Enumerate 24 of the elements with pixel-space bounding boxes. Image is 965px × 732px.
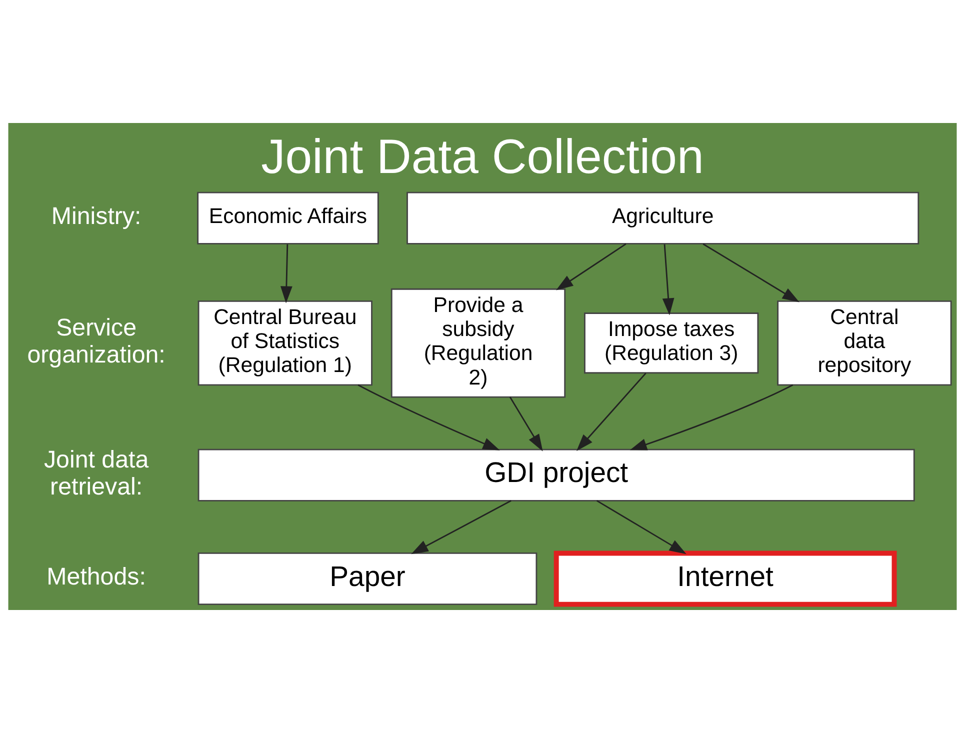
arrow (596, 500, 686, 554)
node-box: Agriculture (406, 191, 920, 244)
node-box: Impose taxes (Regulation 3) (584, 312, 759, 374)
node-box: Internet (554, 550, 897, 606)
node-box: Economic Affairs (197, 191, 379, 244)
arrow (702, 242, 800, 302)
label: Joint data retrieval: (44, 446, 149, 500)
node-box: Central data repository (777, 300, 952, 386)
arrow (662, 244, 674, 315)
node-box: Provide a subsidy (Regulation 2) (390, 288, 566, 398)
arrow (556, 242, 626, 290)
node-box: GDI project (198, 448, 915, 501)
diagram-title: Joint Data Collection (261, 129, 704, 184)
node-box: Central Bureau of Statistics (Regulation 1) (198, 300, 372, 386)
label: Ministry: (51, 202, 142, 230)
label: Methods: (46, 563, 146, 590)
arrow (358, 384, 500, 450)
arrow (280, 244, 292, 303)
label: Service organization: (27, 314, 166, 368)
arrow (576, 372, 646, 451)
arrow (411, 500, 512, 554)
node-box: Paper (198, 552, 538, 605)
arrow (630, 384, 794, 450)
arrow (509, 396, 543, 451)
